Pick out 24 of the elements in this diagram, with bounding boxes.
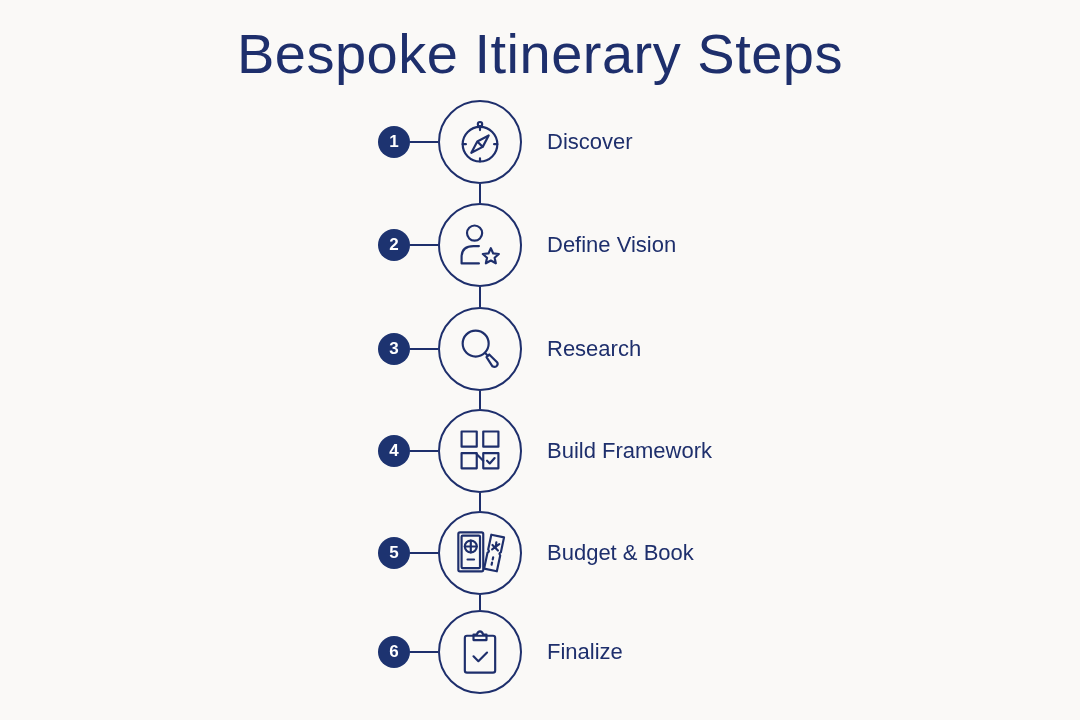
step-label: Budget & Book xyxy=(547,539,694,567)
step-number: 6 xyxy=(378,636,410,668)
step-number: 3 xyxy=(378,333,410,365)
connector-line xyxy=(409,552,439,554)
connector-line xyxy=(479,286,481,308)
step-label: Discover xyxy=(547,128,633,156)
connector-line xyxy=(479,390,481,410)
connector-line xyxy=(409,450,439,452)
step-number: 2 xyxy=(378,229,410,261)
connector-line xyxy=(409,244,439,246)
step-label: Finalize xyxy=(547,638,623,666)
connector-line xyxy=(409,651,439,653)
connector-line xyxy=(479,183,481,204)
diagram-title: Bespoke Itinerary Steps xyxy=(236,21,843,87)
step-number: 5 xyxy=(378,537,410,569)
step-label: Build Framework xyxy=(547,437,713,465)
step-number: 4 xyxy=(378,435,410,467)
connector-line xyxy=(409,141,439,143)
step-label: Research xyxy=(547,335,642,363)
connector-line xyxy=(409,348,439,350)
step-label: Define Vision xyxy=(547,231,677,259)
connector-line xyxy=(479,492,481,512)
connector-line xyxy=(479,594,481,611)
step-number: 1 xyxy=(378,126,410,158)
